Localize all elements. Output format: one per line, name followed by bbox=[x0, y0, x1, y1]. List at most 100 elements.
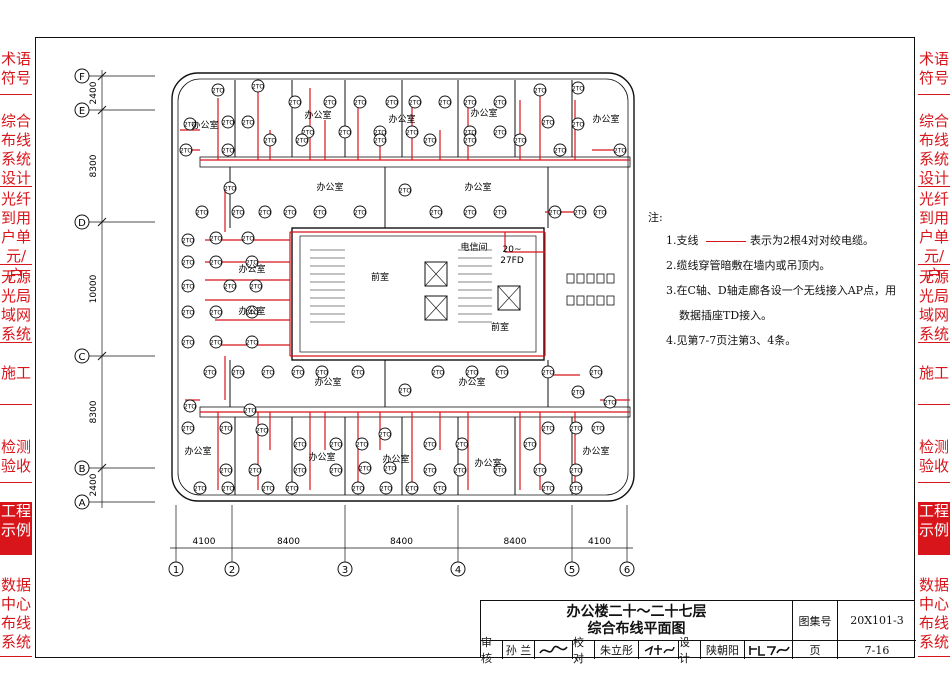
outlet-2to-11: 2TO bbox=[533, 83, 547, 97]
outlet-label: 2TO bbox=[330, 468, 342, 475]
side-tab-left-3[interactable]: 光纤 到用 户单 元/户 bbox=[0, 190, 32, 284]
side-tab-right-8[interactable]: 数据 中心 布线 系统 bbox=[918, 576, 950, 657]
col-dim-4: 8400 bbox=[504, 537, 527, 547]
outlet-2to-10: 2TO bbox=[493, 95, 507, 109]
row-dim-5: 2400 bbox=[89, 473, 99, 496]
side-tab-right-4[interactable]: 无源 光局 域网 系统 bbox=[918, 268, 950, 343]
outlet-label: 2TO bbox=[220, 426, 232, 433]
outlet-label: 2TO bbox=[380, 486, 392, 493]
outlet-2to-95: 2TO bbox=[329, 463, 343, 477]
outlet-2to-112: 2TO bbox=[569, 481, 583, 495]
side-tab-left-7[interactable]: 工程 示例 bbox=[0, 502, 32, 555]
side-tab-left-5[interactable]: 施工 bbox=[0, 364, 32, 405]
reviewer-signature bbox=[535, 641, 573, 659]
outlet-label: 2TO bbox=[182, 284, 194, 291]
outlet-label: 2TO bbox=[286, 486, 298, 493]
outlet-label: 2TO bbox=[514, 138, 526, 145]
outlet-label: 2TO bbox=[542, 370, 554, 377]
outlet-2to-67: 2TO bbox=[315, 365, 329, 379]
outlet-label: 2TO bbox=[572, 390, 584, 397]
outlet-2to-93: 2TO bbox=[248, 463, 262, 477]
drawing-title: 办公楼二十～二十七层 综合布线平面图 bbox=[481, 601, 793, 641]
reviewer: 孙 兰 bbox=[503, 641, 535, 659]
side-tab-right-2[interactable]: 综合 布线 系统 设计 bbox=[918, 112, 950, 187]
outlet-label: 2TO bbox=[262, 370, 274, 377]
outlet-label: 2TO bbox=[314, 210, 326, 217]
side-tab-left-6[interactable]: 检测 验收 bbox=[0, 438, 32, 483]
outlet-2to-73: 2TO bbox=[541, 365, 555, 379]
note-1: 1.支线 表示为2根4对对绞电缆。 bbox=[666, 234, 874, 247]
axis-label-C: C bbox=[79, 352, 86, 363]
side-tab-right-7[interactable]: 工程 示例 bbox=[918, 502, 950, 555]
note-3a: 3.在C轴、D轴走廊各设一个无线接入AP点，用 bbox=[666, 284, 897, 297]
outlet-2to-40: 2TO bbox=[398, 183, 412, 197]
outlet-2to-87: 2TO bbox=[523, 437, 537, 451]
outlet-2to-59: 2TO bbox=[245, 305, 259, 319]
side-tab-right-1[interactable]: 术语 符号 bbox=[918, 50, 950, 95]
outlet-2to-97: 2TO bbox=[383, 461, 397, 475]
side-tab-left-1[interactable]: 术语 符号 bbox=[0, 50, 32, 95]
outlet-label: 2TO bbox=[180, 148, 192, 155]
checker-signature bbox=[639, 641, 679, 659]
outlet-2to-15: 2TO bbox=[241, 115, 255, 129]
outlet-label: 2TO bbox=[222, 486, 234, 493]
outlet-label: 2TO bbox=[232, 210, 244, 217]
outlet-label: 2TO bbox=[424, 138, 436, 145]
room-label-2: 办公室 bbox=[304, 109, 331, 121]
side-tab-right-5[interactable]: 施工 bbox=[918, 364, 950, 405]
outlet-2to-9: 2TO bbox=[463, 95, 477, 109]
side-tab-left-4[interactable]: 无源 光局 域网 系统 bbox=[0, 268, 32, 343]
outlet-label: 2TO bbox=[592, 426, 604, 433]
outlet-label: 2TO bbox=[430, 210, 442, 217]
outlet-2to-69: 2TO bbox=[398, 383, 412, 397]
outlet-label: 2TO bbox=[246, 340, 258, 347]
outlet-label: 2TO bbox=[359, 466, 371, 473]
outlet-label: 2TO bbox=[222, 148, 234, 155]
room-label-4: 办公室 bbox=[470, 107, 497, 119]
room-label-1: 办公室 bbox=[191, 119, 218, 131]
outlet-label: 2TO bbox=[246, 260, 258, 267]
outlet-2to-75: 2TO bbox=[589, 365, 603, 379]
outlet-label: 2TO bbox=[182, 238, 194, 245]
outlet-label: 2TO bbox=[464, 210, 476, 217]
outlet-2to-77: 2TO bbox=[181, 421, 195, 435]
outlet-2to-26: 2TO bbox=[263, 133, 277, 147]
outlet-label: 2TO bbox=[194, 486, 206, 493]
outlet-label: 2TO bbox=[249, 468, 261, 475]
room-label-9: 办公室 bbox=[238, 305, 265, 317]
outlet-2to-34: 2TO bbox=[223, 181, 237, 195]
outlet-2to-37: 2TO bbox=[283, 205, 297, 219]
outlet-2to-21: 2TO bbox=[493, 125, 507, 139]
outlet-label: 2TO bbox=[356, 442, 368, 449]
outlet-2to-23: 2TO bbox=[571, 117, 585, 131]
telecom-td-line1: 20~ bbox=[503, 245, 522, 255]
outlet-label: 2TO bbox=[196, 210, 208, 217]
axis-label-4: 4 bbox=[455, 565, 461, 576]
side-tab-left-2[interactable]: 综合 布线 系统 设计 bbox=[0, 112, 32, 187]
outlet-label: 2TO bbox=[289, 100, 301, 107]
side-tab-right-3[interactable]: 光纤 到用 户单 元/户 bbox=[918, 190, 950, 284]
outlet-label: 2TO bbox=[464, 138, 476, 145]
note-4: 4.见第7-7页注第3、4条。 bbox=[666, 334, 797, 347]
outlet-2to-27: 2TO bbox=[295, 133, 309, 147]
col-dim-1: 4100 bbox=[193, 537, 216, 547]
outlet-label: 2TO bbox=[542, 426, 554, 433]
col-dim-5: 4100 bbox=[588, 537, 611, 547]
outlet-label: 2TO bbox=[572, 86, 584, 93]
outlet-2to-68: 2TO bbox=[351, 365, 365, 379]
outlet-label: 2TO bbox=[210, 310, 222, 317]
outlet-label: 2TO bbox=[454, 468, 466, 475]
outlet-2to-82: 2TO bbox=[329, 437, 343, 451]
axis-label-2: 2 bbox=[229, 565, 235, 576]
side-tab-left-8[interactable]: 数据 中心 布线 系统 bbox=[0, 576, 32, 657]
fixture bbox=[596, 295, 605, 306]
outlet-label: 2TO bbox=[339, 130, 351, 137]
outlet-label: 2TO bbox=[594, 210, 606, 217]
atlas-label: 图集号 bbox=[793, 601, 838, 641]
side-tab-right-6[interactable]: 检测 验收 bbox=[918, 438, 950, 483]
outlet-label: 2TO bbox=[524, 442, 536, 449]
outlet-label: 2TO bbox=[284, 210, 296, 217]
outlet-label: 2TO bbox=[542, 486, 554, 493]
outlet-label: 2TO bbox=[494, 210, 506, 217]
outlet-2to-52: 2TO bbox=[209, 255, 223, 269]
